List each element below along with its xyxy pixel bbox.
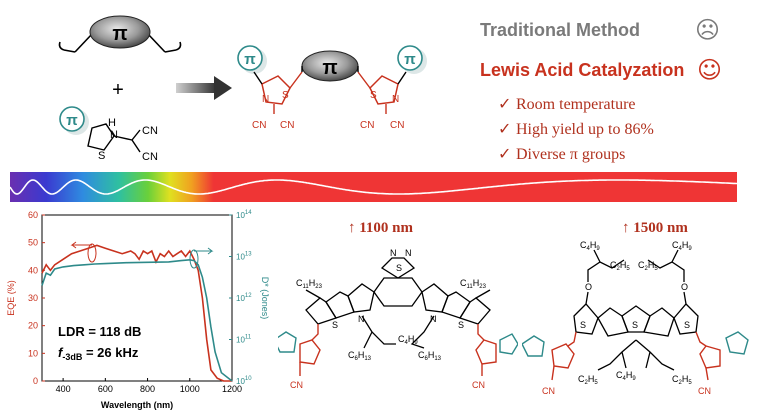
dialdehyde-reactant: π (58, 15, 182, 53)
svg-text:CN: CN (142, 151, 158, 163)
svg-text:N: N (392, 94, 399, 105)
svg-text:π: π (404, 51, 416, 68)
alkyl-label-left: C11H23 (296, 278, 323, 290)
x-tick-label: 1000 (180, 384, 200, 394)
reaction-arrow (176, 76, 232, 100)
svg-text:CN: CN (360, 120, 374, 131)
spectrum-band (10, 172, 737, 202)
svg-text:S: S (332, 320, 338, 330)
y-right-tick-label: 1014 (236, 210, 252, 220)
detectivity-series-marker (189, 247, 214, 269)
smiley-face-icon: ☺ (697, 56, 723, 84)
thiazole-reactant: π H N S CN CN (59, 106, 158, 163)
pi-badge (59, 106, 85, 132)
y-left-tick-label: 20 (28, 321, 38, 331)
y-left-tick-label: 60 (28, 210, 38, 220)
up-arrow-icon: ↑ (348, 220, 356, 236)
y-right-axis-label: D* (Jones) (260, 277, 270, 320)
y-left-tick-label: 30 (28, 293, 38, 303)
svg-text:N: N (358, 314, 365, 324)
c4h9-label: C4H9 (616, 370, 636, 382)
svg-text:CN: CN (252, 120, 266, 131)
svg-text:S: S (458, 320, 464, 330)
svg-text:CN: CN (542, 386, 555, 396)
svg-text:S: S (370, 90, 377, 101)
check-icon: ✓ (498, 146, 512, 163)
check-icon: ✓ (498, 96, 512, 113)
check-icon: ✓ (498, 121, 512, 138)
svg-text:S: S (282, 90, 289, 101)
svg-text:N: N (430, 314, 437, 324)
c4h9-label: C4H9 (672, 240, 692, 252)
svg-text:π: π (244, 51, 256, 68)
series-line-detectivity (41, 258, 233, 382)
svg-text:O: O (681, 282, 688, 292)
y-right-tick-label: 1013 (236, 252, 252, 262)
svg-text:CN: CN (142, 125, 158, 137)
x-tick-label: 600 (98, 384, 113, 394)
svg-text:CN: CN (472, 380, 485, 390)
svg-text:S: S (396, 263, 402, 273)
svg-text:CN: CN (698, 386, 711, 396)
svg-text:CN: CN (280, 120, 294, 131)
y-left-tick-label: 40 (28, 265, 38, 275)
lewis-acid-label: Lewis Acid Catalyzation (480, 60, 685, 80)
y-left-tick-label: 0 (33, 376, 38, 386)
y-left-tick-label: 50 (28, 238, 38, 248)
reaction-scheme: π + π H N S CN CN π π π N S C (58, 15, 427, 163)
c6h13-label: C6H13 (348, 350, 372, 362)
x-tick-label: 800 (140, 384, 155, 394)
alkyl-label-right: C11H23 (460, 278, 487, 290)
x-tick-label: 400 (56, 384, 71, 394)
c2h5-label: C2H5 (610, 260, 630, 272)
c2h5-label: C2H5 (638, 260, 658, 272)
eqe-detectivity-chart: 400 600 800 1000 1200 0 10 20 30 40 50 60 1010 1011… (6, 210, 270, 410)
wavelength-marker-1100: ↑ 1100 nm (348, 220, 414, 236)
c4h9-label: C4H9 (398, 334, 418, 346)
c4h9-label: C4H9 (580, 240, 600, 252)
feature-item: ✓Room temperature (498, 96, 636, 113)
svg-text:π: π (322, 57, 337, 79)
svg-text:S: S (632, 320, 638, 330)
y-right-tick-label: 1012 (236, 293, 252, 303)
svg-text:CN: CN (390, 120, 404, 131)
svg-text:O: O (585, 282, 592, 292)
f3db-annotation: f-3dB = 26 kHz (58, 345, 139, 362)
x-axis-label: Wavelength (nm) (101, 400, 173, 410)
eqe-series-marker (70, 241, 97, 263)
ldr-annotation: LDR = 118 dB (58, 324, 141, 339)
up-arrow-icon: ↑ (622, 220, 630, 236)
c2h5-label: C2H5 (578, 374, 598, 386)
c6h13-label: C6H13 (418, 350, 442, 362)
svg-text:S: S (98, 150, 105, 162)
product-molecule: π π π N S CN CN S N CN CN (237, 45, 427, 131)
svg-text:N: N (262, 94, 269, 105)
series-line-eqe (41, 244, 232, 382)
wavelength-marker-1500: ↑ 1500 nm (622, 220, 688, 236)
svg-text:S: S (580, 320, 586, 330)
svg-text:S: S (684, 320, 690, 330)
c2h5-label: C2H5 (672, 374, 692, 386)
feature-item: ✓Diverse π groups (498, 146, 626, 163)
pi-core-oval (89, 15, 151, 49)
svg-text:CN: CN (290, 380, 303, 390)
svg-text:H: H (108, 117, 116, 129)
y-right-tick-label: 1011 (236, 335, 252, 345)
molecule-1100nm: N S N N N S S C11H23 C11H23 C4H9 C6H13 C… (278, 248, 518, 390)
svg-text:N: N (110, 129, 118, 141)
x-tick-label: 1200 (222, 384, 242, 394)
wave-line (10, 179, 737, 195)
svg-text:N: N (390, 248, 397, 258)
feature-item: ✓High yield up to 86% (498, 121, 654, 138)
y-right-tick-label: 1010 (236, 376, 252, 386)
molecule-1500nm: O O S S S C4H9 C4H9 C2H5 C2H5 C2H5 C2H5 … (522, 240, 749, 396)
sad-face-icon: ☹ (695, 16, 721, 44)
pi-badge-label: π (66, 112, 78, 129)
y-left-tick-label: 10 (28, 348, 38, 358)
pi-symbol-label: π (112, 23, 127, 45)
traditional-method-label: Traditional Method (480, 20, 640, 40)
y-left-axis-label: EQE (%) (6, 280, 16, 316)
plus-sign: + (112, 79, 124, 101)
svg-text:N: N (405, 248, 412, 258)
